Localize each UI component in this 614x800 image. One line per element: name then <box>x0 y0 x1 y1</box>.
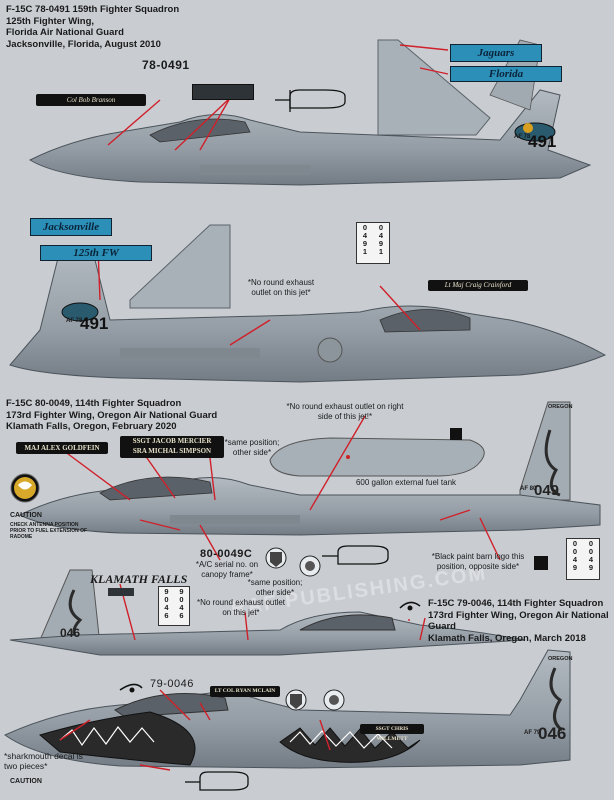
profile4-tail-text: OREGON <box>548 656 573 662</box>
profile3-serial: 80-0049C <box>200 548 253 560</box>
unit-badges <box>265 547 345 711</box>
profile4-exhaust-note: *No round exhaust outlet on this jet* <box>196 598 286 617</box>
profile3-crew-1: SSGT JACOB MERCIER <box>132 437 212 445</box>
profile3-serial-note: *A/C serial no. on canopy frame* <box>195 560 259 579</box>
profile4-serial: 79-0046 <box>150 678 194 690</box>
profile4-tail-code-prefix: AF 79 <box>524 730 541 736</box>
profile3-same-position-note: *same position; other side* <box>247 578 303 597</box>
profile3-barn-note: *Black paint barn logo this position, op… <box>431 552 525 571</box>
profile4-caption: F-15C 79-0046, 114th Fighter Squadron 17… <box>428 598 609 644</box>
profile3-caution: CAUTION <box>10 512 42 519</box>
profile2-serial-vertical-a: 0491 <box>360 223 370 255</box>
profile3-same-position-note-top: *same position; other side* <box>224 438 280 457</box>
profile3-fuselage <box>18 476 601 536</box>
profile3-caution-small: CHECK ANTENNA POSITION PRIOR TO FUEL EXT… <box>10 522 88 540</box>
profile4-serial-vertical-b: 9046 <box>177 587 186 619</box>
profile3-barn-logo <box>534 556 548 570</box>
profile1-tail-code: 491 <box>528 132 557 151</box>
profile2-tail-code-prefix: AF 78 <box>66 318 83 324</box>
profile1-caption: F-15C 78-0491 159th Fighter Squadron 125… <box>6 4 180 50</box>
profile4-sharkmouth-note: *sharkmouth decal is two pieces* <box>4 751 83 771</box>
eye-decal <box>119 601 421 693</box>
profile4-stencil-block <box>108 588 134 596</box>
profile3-serial-vertical-a: 0049 <box>570 539 580 571</box>
profile3-crew-2: SRA MICHAL SIMPSON <box>132 447 212 455</box>
profile4-sharkmouth-left <box>38 711 196 766</box>
profile3-tail-code-prefix: AF 80 <box>520 486 537 492</box>
squadron-patch <box>10 473 40 503</box>
profile2-exhaust-note: *No round exhaust outlet on this jet* <box>247 278 315 297</box>
profile2-tail-code: 491 <box>80 314 109 333</box>
profile1-tail-decal-jaguars: Jaguars <box>450 44 542 62</box>
profile3-tank-label: 600 gallon external fuel tank <box>355 478 457 487</box>
profile3-serial-vertical-b: 0049 <box>586 539 596 571</box>
profile3-nameplate-pilot: MAJ ALEX GOLDFEIN <box>16 442 108 454</box>
profile3-serial-vertical: 0049 0049 <box>566 538 600 580</box>
profile2-tail-decal-jacksonville: Jacksonville <box>30 218 112 236</box>
profile1-stencil-blocks <box>192 84 254 100</box>
profile2-nameplate: Lt Maj Craig Crainford <box>428 280 528 291</box>
profile3-exhaust-outline <box>322 545 389 565</box>
profile3-exhaust-note: *No round exhaust outlet on right side o… <box>286 402 404 421</box>
profile1-nameplate: Col Bob Branson <box>36 94 146 106</box>
profile4-nameplate-pilot: LT COL RYAN MCLAIN <box>210 686 280 697</box>
profile3-vertical-tail <box>519 401 571 501</box>
profile4-caution: CAUTION <box>10 778 42 785</box>
profile2-serial-vertical-b: 0491 <box>376 223 386 255</box>
profile4-fuselage <box>9 611 526 656</box>
profile4-serial-vertical-a: 9046 <box>162 587 171 619</box>
profile1-serial: 78-0491 <box>142 58 190 72</box>
profile3-caption: F-15C 80-0049, 114th Fighter Squadron 17… <box>6 398 218 432</box>
profile2-vertical-tail <box>129 224 231 309</box>
profile4-tail-code-upper: 046 <box>60 626 81 640</box>
profile2-fuselage <box>9 249 607 383</box>
profile4-serial-vertical: 9046 9046 <box>158 586 190 626</box>
profile1-tail-code-prefix: AF 78 <box>514 134 531 140</box>
profile4-tail-code: 046 <box>538 724 567 743</box>
profile4-nameplate-crew: SSGT CHRIS WILLMETT <box>360 724 424 742</box>
profile4-exhaust-outline <box>185 771 249 791</box>
profile3-barn-logo-small <box>450 428 462 440</box>
profile2-serial-vertical: 0491 0491 <box>356 222 390 264</box>
profile1-vertical-tail <box>377 39 491 136</box>
profile1-tail-decal-florida: Florida <box>450 66 562 82</box>
profile3-tail-code: 049 <box>534 482 560 499</box>
profile2-tail-decal-125th: 125th FW <box>40 245 152 261</box>
profile3-fuel-tank <box>269 437 485 477</box>
profile3-nameplate-crew: SSGT JACOB MERCIER SRA MICHAL SIMPSON <box>120 436 224 458</box>
profile1-exhaust-outline <box>275 89 346 112</box>
profile3-tail-text: OREGON <box>548 404 573 410</box>
profile4-klamath-falls: KLAMATH FALLS <box>90 572 188 586</box>
